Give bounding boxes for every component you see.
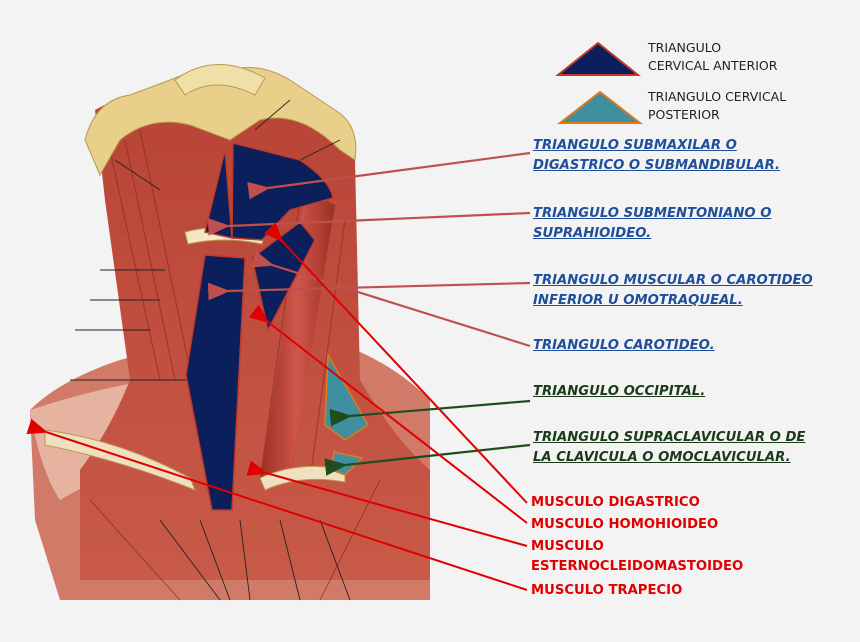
upper-teeth (174, 64, 266, 96)
label-musculo-esternocleidomastoideo: MUSCULO ESTERNOCLEIDOMASTOIDEO (531, 539, 744, 574)
label-triangulo-occipital: TRIANGULO OCCIPITAL. (533, 384, 706, 399)
label-musculo-trapecio: MUSCULO TRAPECIO (531, 583, 683, 598)
arrow-trapecio (26, 418, 528, 591)
arrow-esternocleido (246, 460, 528, 547)
label-musculo-digastrico: MUSCULO DIGASTRICO (531, 495, 700, 510)
legend-anterior-label: TRIANGULO CERVICAL ANTERIOR (648, 40, 778, 73)
arrow-digastrico (263, 222, 528, 504)
arrow-supraclavicular (324, 443, 531, 476)
anterior-triangle-lower (185, 254, 246, 511)
legend-posterior-label: TRIANGULO CERVICAL POSTERIOR (648, 89, 787, 122)
label-musculo-homohioideo: MUSCULO HOMOHIOIDEO (531, 517, 719, 532)
arrow-carotideo (250, 250, 531, 348)
label-triangulo-muscular: TRIANGULO MUSCULAR O CAROTIDEO INFERIOR … (533, 273, 813, 308)
label-triangulo-supraclavicular: TRIANGULO SUPRACLAVICULAR O DE LA CLAVIC… (533, 430, 806, 465)
scm-muscle (260, 190, 335, 480)
arrow-homohioideo (248, 304, 528, 524)
right-clavicle (259, 465, 346, 491)
legend-anterior-swatch (555, 41, 641, 76)
arrow-muscular (207, 281, 531, 301)
label-triangulo-carotideo: TRIANGULO CAROTIDEO. (533, 338, 715, 353)
label-triangulo-submaxilar: TRIANGULO SUBMAXILAR O DIGASTRICO O SUBM… (533, 138, 780, 173)
mandible (84, 67, 357, 177)
legend-posterior-swatch (557, 90, 643, 124)
label-triangulo-submentoniano: TRIANGULO SUBMENTONIANO O SUPRAHIOIDEO. (533, 206, 772, 241)
arrow-submaxilar (247, 151, 531, 200)
neck-illustration (30, 64, 430, 601)
